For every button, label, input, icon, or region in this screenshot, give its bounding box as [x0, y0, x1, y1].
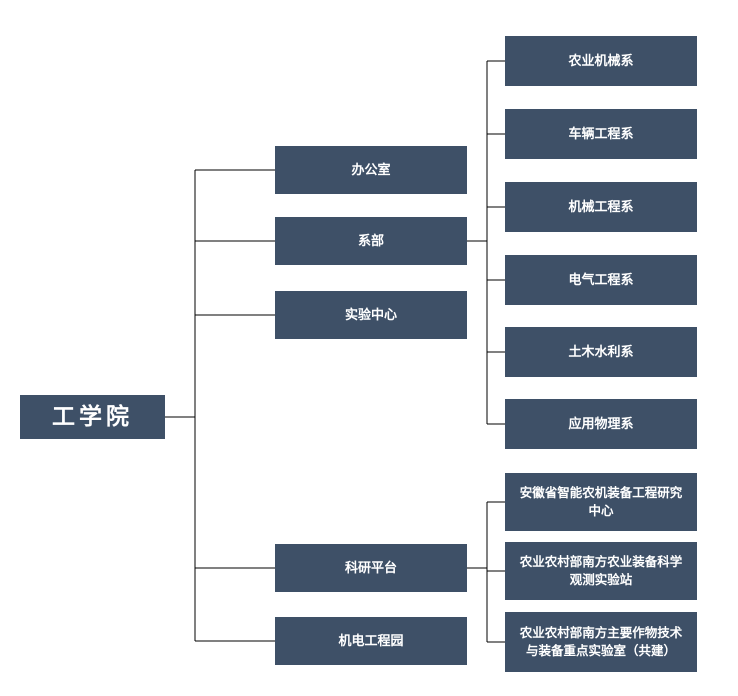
org-node-dept-applied-physics: 应用物理系: [505, 399, 697, 449]
org-node-platform-observation-station: 农业农村部南方农业装备科学观测实验站: [505, 542, 697, 600]
org-node-dept-electrical-engineering: 电气工程系: [505, 255, 697, 305]
org-node-lab-center: 实验中心: [275, 291, 467, 339]
org-node-departments: 系部: [275, 217, 467, 265]
org-node-platform-key-laboratory: 农业农村部南方主要作物技术与装备重点实验室（共建）: [505, 612, 697, 672]
org-node-dept-vehicle-engineering: 车辆工程系: [505, 109, 697, 159]
org-node-dept-agricultural-machinery: 农业机械系: [505, 36, 697, 86]
org-node-dept-mechanical-engineering: 机械工程系: [505, 182, 697, 232]
org-node-research-platform: 科研平台: [275, 544, 467, 592]
org-node-root: 工学院: [20, 395, 165, 439]
org-node-dept-civil-water: 土木水利系: [505, 327, 697, 377]
org-node-office: 办公室: [275, 146, 467, 194]
org-node-mechatronics-park: 机电工程园: [275, 617, 467, 665]
org-node-platform-anhui-research-center: 安徽省智能农机装备工程研究中心: [505, 473, 697, 531]
